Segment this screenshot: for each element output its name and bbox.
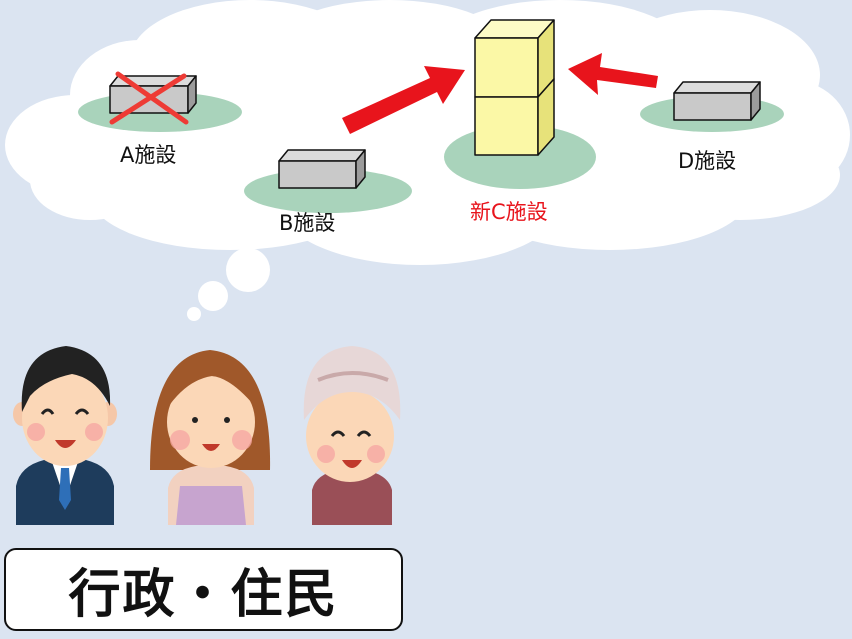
facility-d-box (673, 81, 761, 121)
caption-text: 行政・住民 (68, 565, 339, 625)
caption-box: 行政・住民 (4, 548, 403, 631)
grandmother-figure (303, 346, 401, 525)
facility-c-label: 新C施設 (470, 200, 548, 224)
facility-c-box (474, 19, 555, 156)
arrow-b-to-c (342, 66, 465, 134)
facility-b-label: B施設 (279, 211, 336, 235)
arrow-d-to-c (568, 53, 658, 95)
thought-bubbles (187, 248, 270, 321)
cross-mark-icon (109, 71, 189, 125)
woman-figure (150, 350, 271, 525)
thought-cloud (5, 0, 850, 265)
man-figure (13, 346, 117, 525)
facility-b-box (278, 149, 366, 189)
facility-d-label: D施設 (678, 149, 737, 173)
facility-a-label: A施設 (120, 143, 177, 167)
